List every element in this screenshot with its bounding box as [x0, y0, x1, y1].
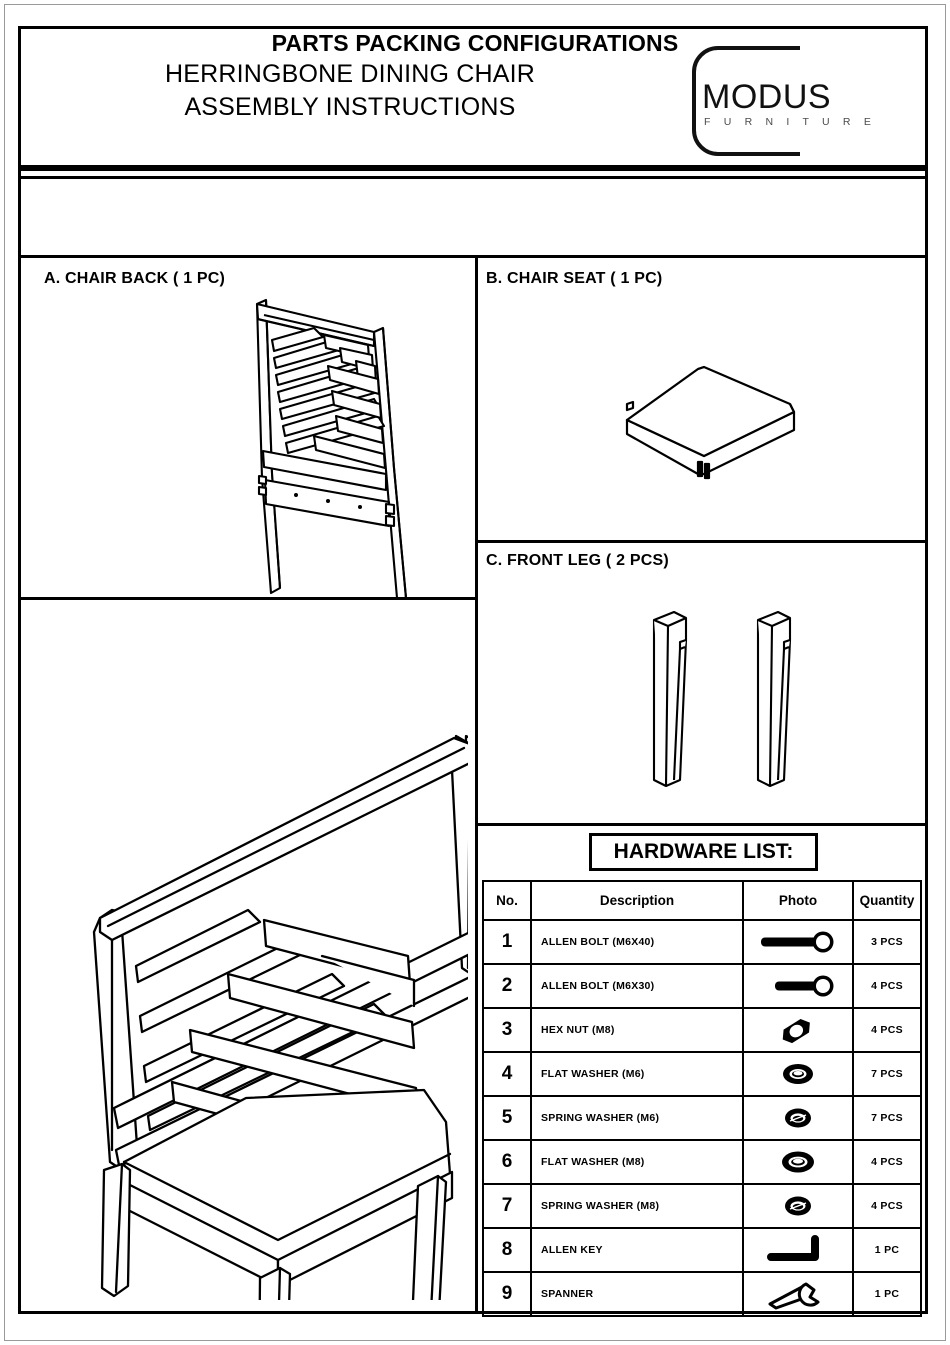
row-number: 7	[482, 1183, 532, 1229]
row-photo	[742, 1227, 854, 1273]
table-row: 3 HEX NUT (M8) 4 PCS	[482, 1007, 922, 1053]
row-quantity: 1 PC	[852, 1271, 922, 1317]
title-band	[18, 26, 928, 168]
row-number: 1	[482, 919, 532, 965]
spring-washer-icon	[785, 1108, 811, 1128]
title-divider-rule	[18, 168, 928, 171]
row-description: ALLEN BOLT (M6X40)	[530, 919, 744, 965]
row-quantity: 4 PCS	[852, 963, 922, 1009]
hex-nut-icon	[782, 1018, 810, 1044]
row-number: 5	[482, 1095, 532, 1141]
page-outer-border	[4, 4, 946, 1341]
row-number: 6	[482, 1139, 532, 1185]
row-quantity: 7 PCS	[852, 1051, 922, 1097]
table-header-row: No. Description Photo Quantity	[482, 880, 922, 921]
logo-bracket-icon	[692, 46, 800, 156]
spring-washer-icon	[785, 1196, 811, 1216]
column-header-photo: Photo	[742, 880, 854, 921]
table-row: 9 SPANNER 1 PC	[482, 1271, 922, 1317]
modus-logo: MODUS F U R N I T U R E	[688, 42, 871, 160]
column-header-description: Description	[530, 880, 744, 921]
row-description: SPRING WASHER (M8)	[530, 1183, 744, 1229]
column-divider-lower	[475, 823, 478, 1314]
column-header-quantity: Quantity	[852, 880, 922, 921]
document-frame	[18, 26, 928, 1314]
hardware-list-title: HARDWARE LIST:	[613, 840, 794, 863]
row-description: FLAT WASHER (M6)	[530, 1051, 744, 1097]
section-heading-text: PARTS PACKING CONFIGURATIONS	[271, 30, 679, 56]
row-number: 3	[482, 1007, 532, 1053]
panel-c-label: C. FRONT LEG ( 2 PCS)	[486, 552, 669, 569]
row-description: HEX NUT (M8)	[530, 1007, 744, 1053]
hardware-list-table: No. Description Photo Quantity 1 ALLEN B…	[482, 880, 922, 1317]
allen-bolt-long-icon	[761, 931, 834, 953]
row-quantity: 7 PCS	[852, 1095, 922, 1141]
table-row: 5 SPRING WASHER (M6) 7 PCS	[482, 1095, 922, 1141]
row-photo	[742, 1183, 854, 1229]
row-quantity: 4 PCS	[852, 1007, 922, 1053]
panel-a-label: A. CHAIR BACK ( 1 PC)	[44, 270, 226, 287]
row-quantity: 4 PCS	[852, 1139, 922, 1185]
flat-washer-icon	[783, 1064, 813, 1084]
row-description: ALLEN BOLT (M6X30)	[530, 963, 744, 1009]
assembled-chair-illustration	[78, 730, 468, 1300]
row-photo	[742, 963, 854, 1009]
row-photo	[742, 1139, 854, 1185]
row-photo	[742, 919, 854, 965]
row-number: 9	[482, 1271, 532, 1317]
table-row: 6 FLAT WASHER (M8) 4 PCS	[482, 1139, 922, 1185]
section-heading-band	[18, 176, 928, 258]
chair-seat-illustration	[612, 352, 822, 482]
row-description: ALLEN KEY	[530, 1227, 744, 1273]
row-quantity: 3 PCS	[852, 919, 922, 965]
row-photo	[742, 1007, 854, 1053]
logo-tagline: F U R N I T U R E	[704, 116, 877, 128]
allen-key-icon	[767, 1235, 819, 1261]
page-title-line2: ASSEMBLY INSTRUCTIONS	[184, 93, 516, 121]
spanner-icon	[768, 1282, 820, 1310]
flat-washer-icon	[782, 1151, 814, 1173]
hardware-list-title-box: HARDWARE LIST:	[589, 833, 818, 871]
row-quantity: 1 PC	[852, 1227, 922, 1273]
row-number: 2	[482, 963, 532, 1009]
column-header-no: No.	[482, 880, 532, 921]
allen-bolt-short-icon	[775, 975, 834, 997]
table-row: 2 ALLEN BOLT (M6X30) 4 PCS	[482, 963, 922, 1009]
logo-wordmark: MODUS	[702, 78, 832, 116]
panel-b-label: B. CHAIR SEAT ( 1 PC)	[486, 270, 663, 287]
page-title-line1: HERRINGBONE DINING CHAIR	[164, 60, 536, 88]
row-description: SPRING WASHER (M6)	[530, 1095, 744, 1141]
table-row: 4 FLAT WASHER (M6) 7 PCS	[482, 1051, 922, 1097]
panel-a-bottom-rule	[18, 597, 475, 600]
table-row: 1 ALLEN BOLT (M6X40) 3 PCS	[482, 919, 922, 965]
front-leg-illustration	[640, 604, 820, 804]
panel-b-bottom-rule	[475, 540, 928, 543]
row-photo	[742, 1051, 854, 1097]
table-row: 8 ALLEN KEY 1 PC	[482, 1227, 922, 1273]
page-title: HERRINGBONE DINING CHAIR ASSEMBLY INSTRU…	[40, 58, 660, 124]
row-photo	[742, 1271, 854, 1317]
table-row: 7 SPRING WASHER (M8) 4 PCS	[482, 1183, 922, 1229]
row-description: FLAT WASHER (M8)	[530, 1139, 744, 1185]
row-description: SPANNER	[530, 1271, 744, 1317]
row-quantity: 4 PCS	[852, 1183, 922, 1229]
chair-back-illustration	[228, 288, 428, 598]
row-number: 8	[482, 1227, 532, 1273]
row-photo	[742, 1095, 854, 1141]
row-number: 4	[482, 1051, 532, 1097]
panel-c-bottom-rule	[475, 823, 928, 826]
